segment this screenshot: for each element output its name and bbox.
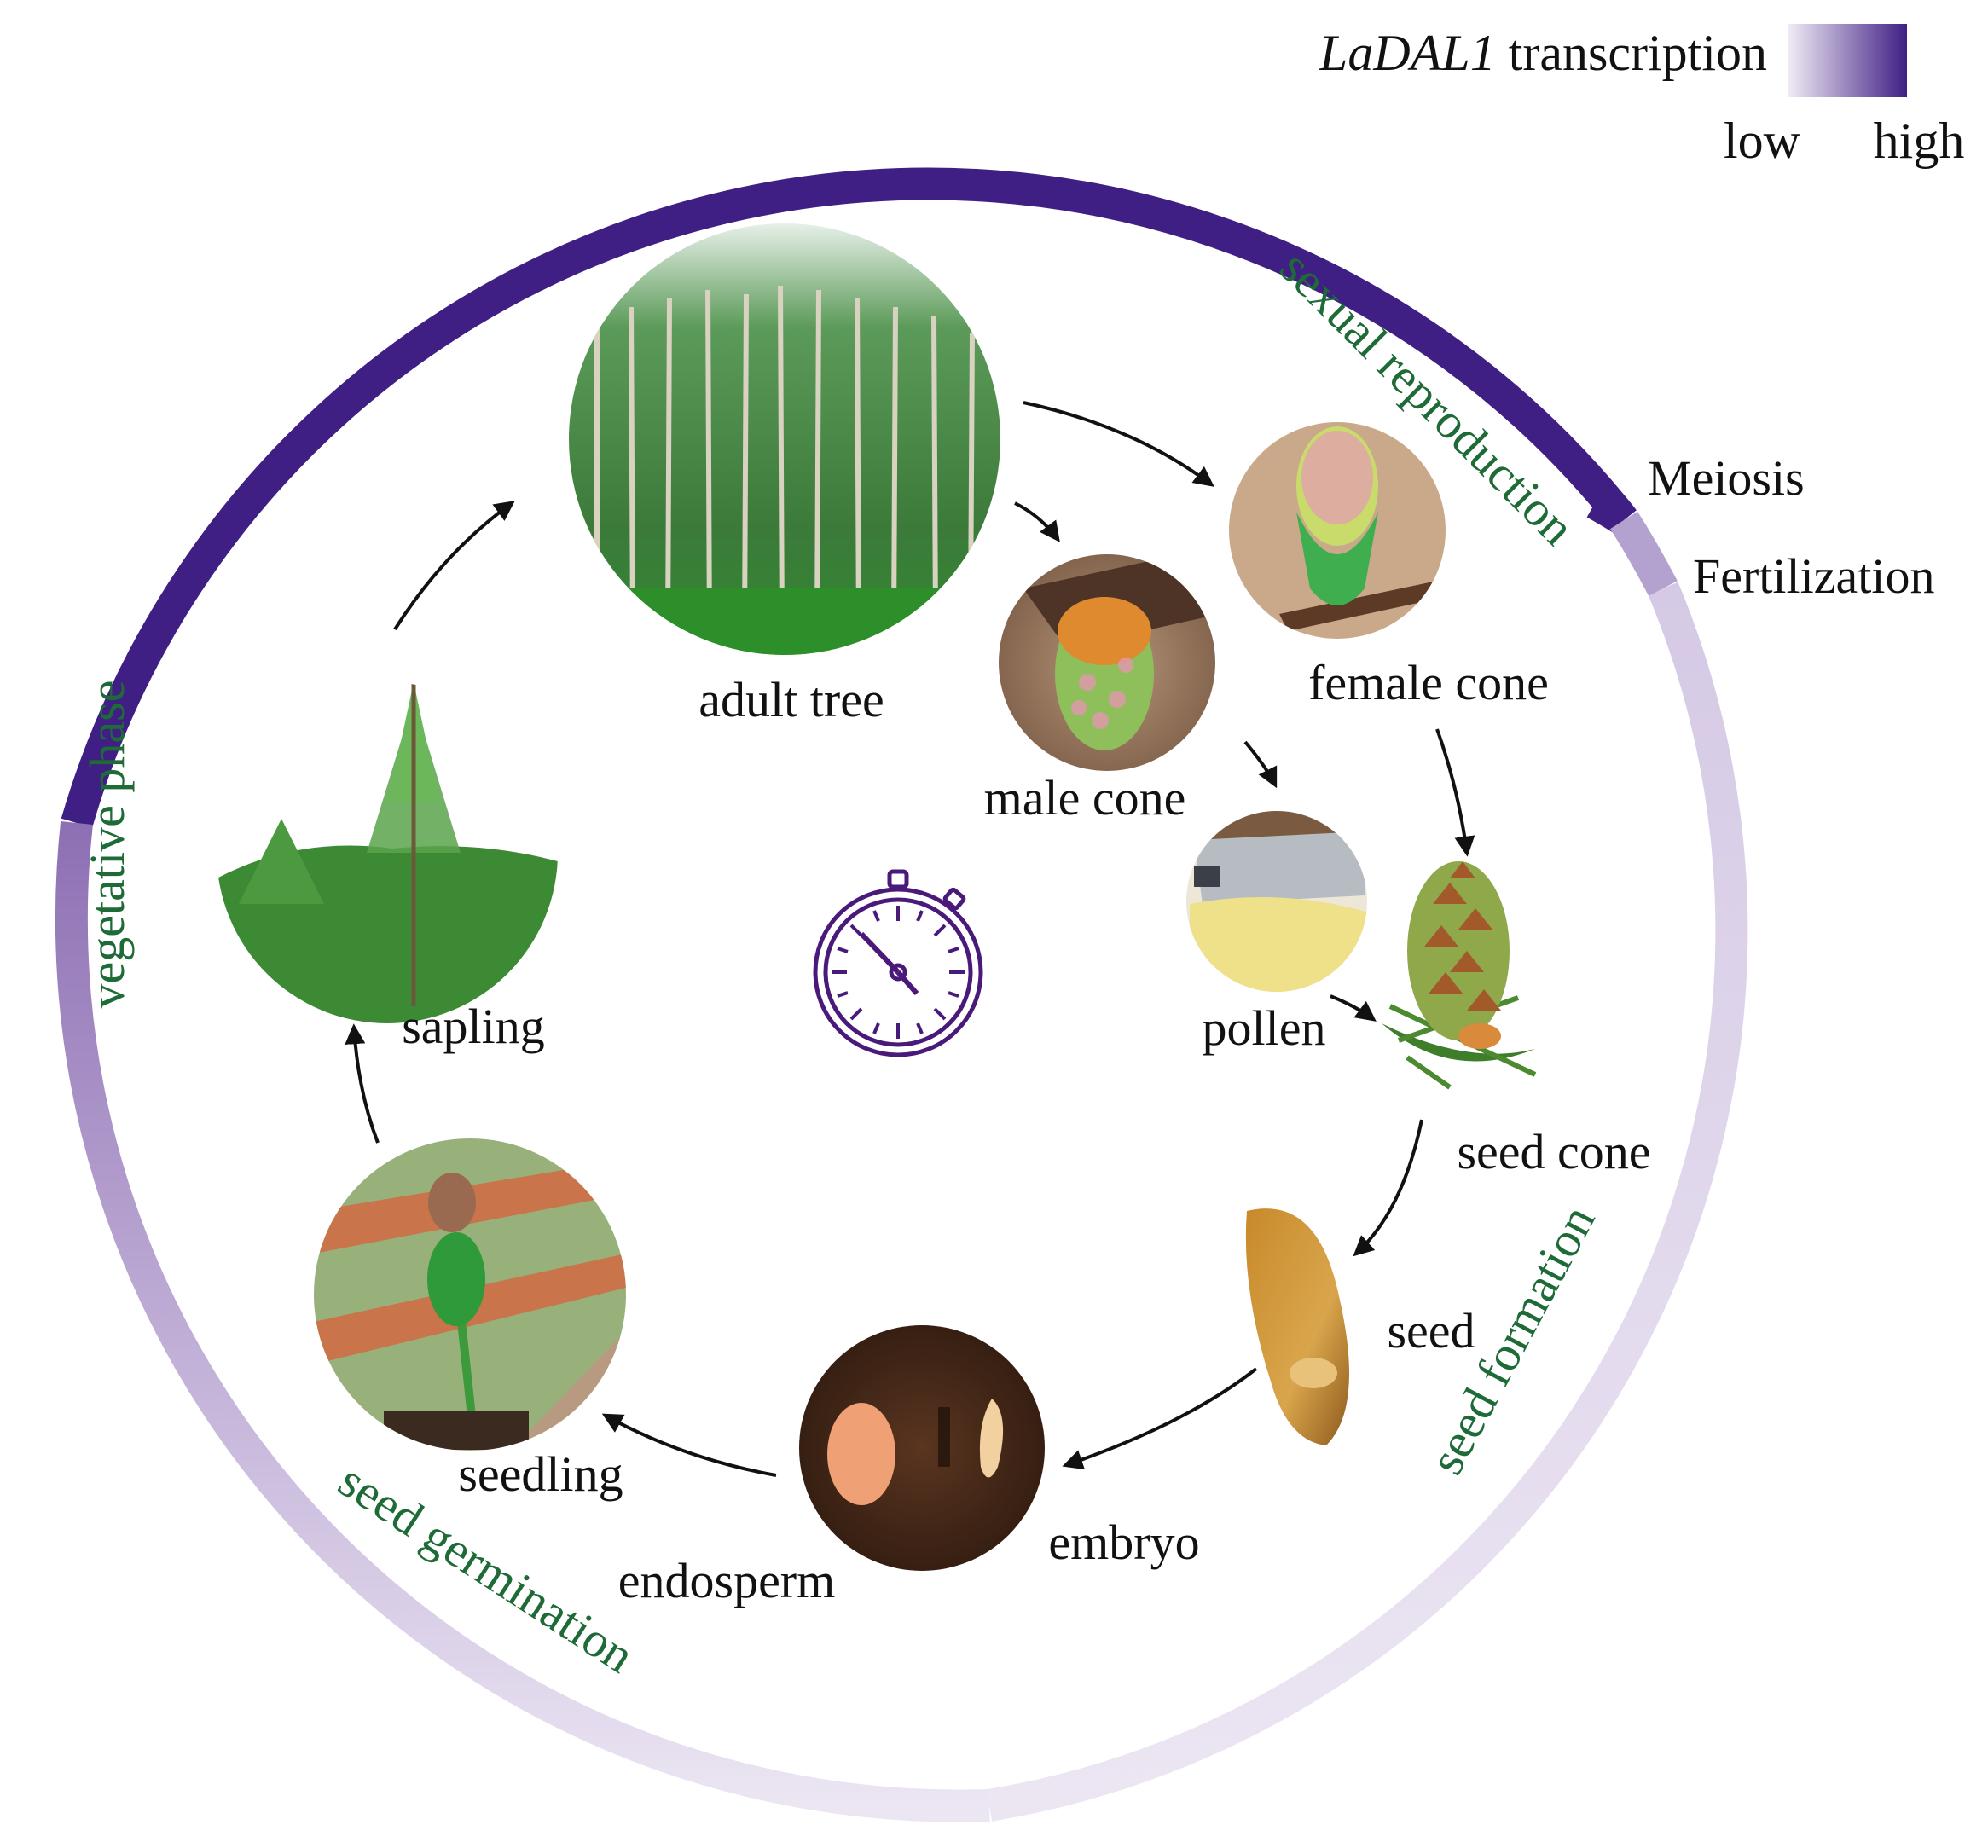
seedling-image	[314, 1138, 626, 1451]
stage-embryo: embryo	[1048, 1515, 1199, 1570]
seed-image	[1245, 1208, 1349, 1445]
meiosis-label: Meiosis	[1648, 450, 1805, 506]
stage-seed-cone: seed cone	[1457, 1124, 1650, 1179]
stage-adult-tree: adult tree	[698, 672, 884, 727]
legend-high-label: high	[1874, 113, 1965, 169]
legend-title: LaDAL1 transcription	[1319, 25, 1767, 81]
ring-low-right-segment	[986, 582, 1748, 1822]
female-cone-image	[1229, 422, 1446, 639]
stage-seedling: seedling	[458, 1446, 623, 1502]
fertilization-label: Fertilization	[1693, 548, 1935, 604]
stage-female-cone: female cone	[1308, 655, 1549, 710]
stage-seed: seed	[1387, 1303, 1475, 1358]
stage-endosperm: endosperm	[618, 1553, 836, 1608]
ring-fertilization-segment	[1609, 511, 1678, 596]
stopwatch-icon	[813, 869, 983, 1057]
expression-ring	[55, 167, 1748, 1822]
phase-vegetative: vegetative phase	[79, 681, 135, 1009]
embryo-endosperm-image	[799, 1325, 1045, 1571]
stage-male-cone: male cone	[984, 770, 1186, 826]
legend-gradient	[1788, 24, 1907, 97]
sapling-image	[217, 682, 558, 1023]
male-cone-image	[999, 554, 1215, 771]
cycle-arrows	[345, 401, 1475, 1477]
pollen-image	[1186, 811, 1367, 992]
ring-low-segment	[55, 820, 990, 1822]
stage-pollen: pollen	[1203, 1000, 1326, 1056]
legend: LaDAL1 transcription low high	[1319, 24, 1964, 169]
seed-cone-image	[1382, 861, 1537, 1090]
stage-sapling: sapling	[402, 999, 545, 1054]
ring-high-segment	[61, 167, 1637, 828]
legend-low-label: low	[1724, 113, 1801, 169]
adult-tree-image	[569, 223, 1000, 655]
